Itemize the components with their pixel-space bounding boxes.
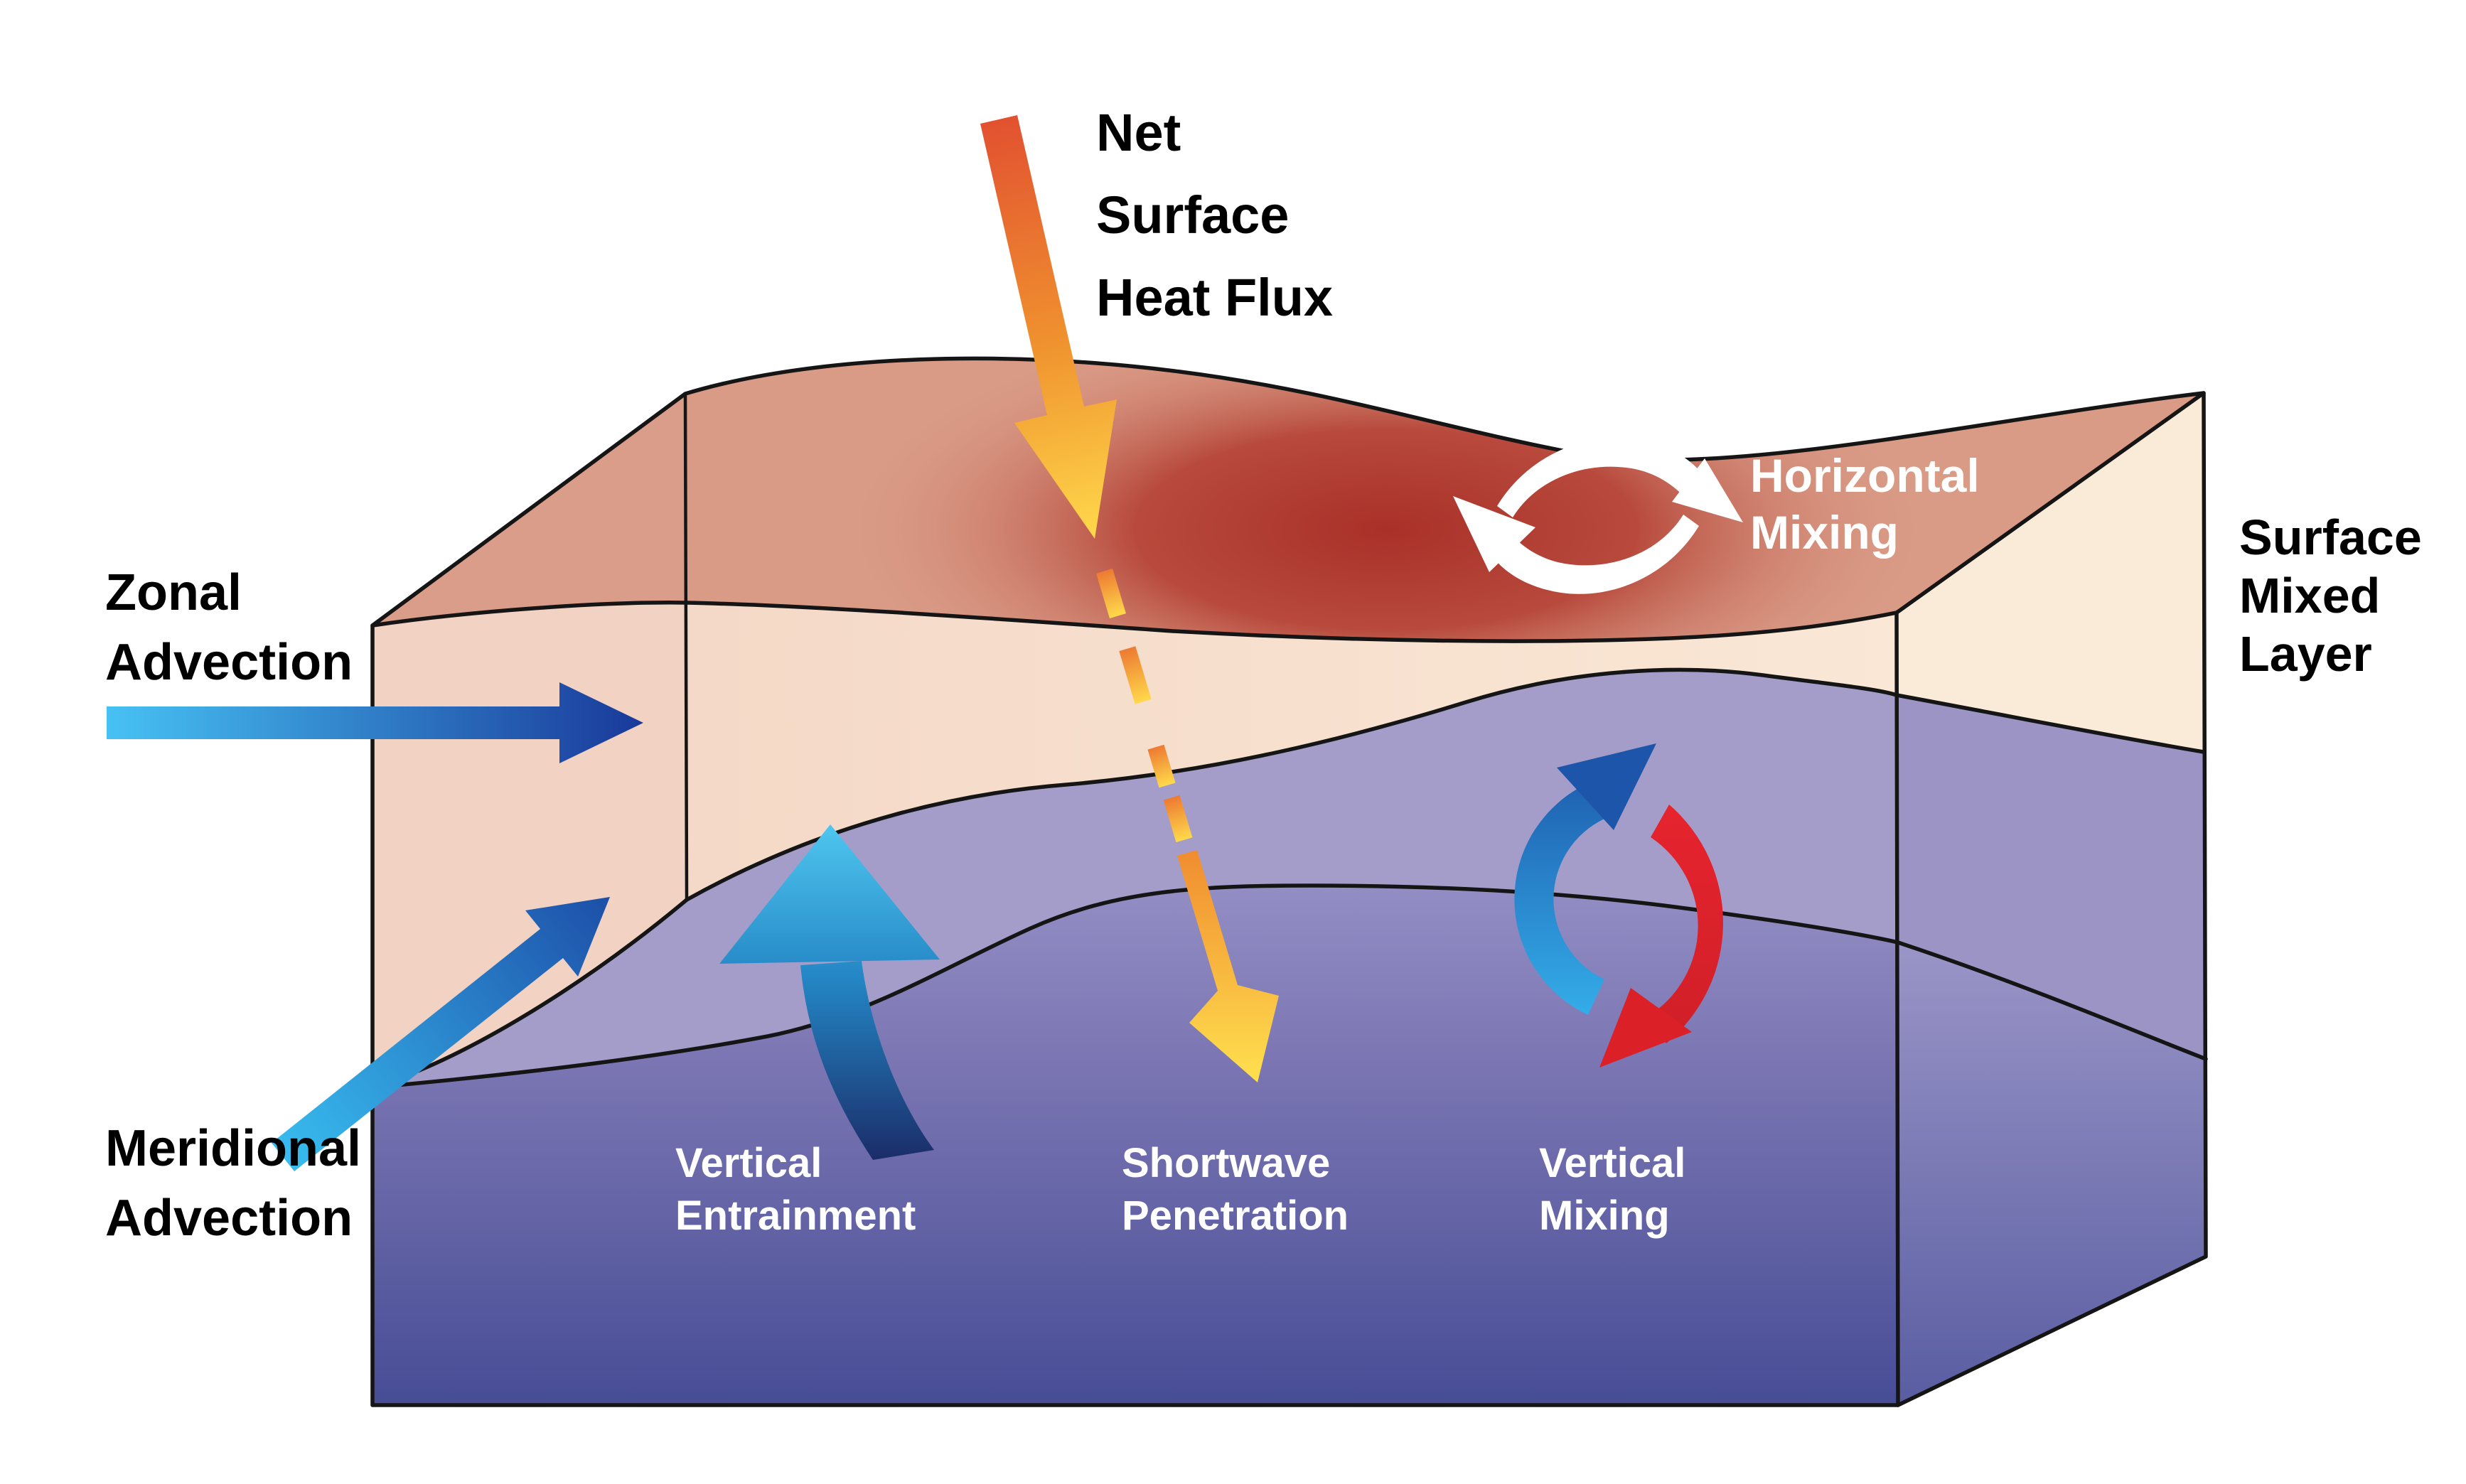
net-surface-heat-flux-label: Net Surface Heat Flux: [1096, 103, 1333, 327]
label-line: Vertical: [675, 1140, 822, 1186]
entrainment-arrow-shaft: [800, 961, 934, 1160]
vertical-mixing-label: Vertical Mixing: [1539, 1140, 1685, 1239]
meridional-arrow-body: [272, 897, 610, 1171]
label-line: Zonal: [105, 564, 242, 621]
vertical-mixing-red-head: [1599, 988, 1692, 1068]
shortwave-dash: [1119, 646, 1152, 704]
label-line: Meridional: [105, 1120, 361, 1177]
front-face: [372, 602, 1898, 1405]
label-line: Surface: [1096, 186, 1289, 244]
shortwave-penetration-arrow: [1096, 568, 1279, 1082]
label-line: Mixing: [1539, 1193, 1670, 1239]
horizontal-mixing-label: Horizontal Mixing: [1750, 449, 1980, 559]
vertical-mixing-red-arc: [1648, 805, 1723, 1043]
right-face-deep-ocean: [1898, 942, 2206, 1405]
horizontal-mixing-bottom-arc: [1494, 515, 1699, 594]
label-line: Shortwave: [1122, 1140, 1330, 1186]
vertical-mixing-blue-arc: [1514, 783, 1604, 1015]
sea-surface-outline: [370, 356, 2206, 643]
box-outlines: [370, 356, 2208, 1407]
zonal-advection-arrow: [107, 682, 643, 763]
heat-flux-arrow-body: [980, 115, 1117, 539]
vertical-mixing-icon: [1514, 743, 1723, 1068]
label-line: Net: [1096, 103, 1181, 162]
right-face: [1897, 393, 2206, 1405]
surface-mixed-layer-label: Surface Mixed Layer: [2239, 510, 2422, 682]
horizontal-mixing-top-head: [1672, 458, 1743, 522]
thermocline-lower-boundary: [370, 883, 2208, 1090]
horizontal-mixing-top-arc: [1497, 438, 1702, 517]
label-line: Heat Flux: [1096, 268, 1333, 327]
meridional-advection-label: Meridional Advection: [105, 1120, 361, 1247]
label-line: Surface: [2239, 510, 2422, 565]
label-line: Penetration: [1122, 1193, 1349, 1239]
zonal-advection-label: Zonal Advection: [105, 564, 353, 691]
shortwave-penetration-label: Shortwave Penetration: [1122, 1140, 1349, 1239]
label-line: Advection: [105, 1190, 353, 1247]
labels: Net Surface Heat Flux Zonal Advection Me…: [105, 103, 2422, 1247]
entrainment-arrow-head: [719, 824, 940, 964]
front-right-edge: [1894, 611, 1900, 1407]
label-line: Mixed: [2239, 568, 2380, 623]
label-line: Layer: [2239, 626, 2372, 682]
shortwave-dash: [1163, 795, 1193, 843]
sea-surface-warm-pool: [372, 358, 2204, 642]
vertical-entrainment-label: Vertical Entrainment: [675, 1140, 916, 1239]
shortwave-dash: [1096, 568, 1126, 619]
vertical-entrainment-arrow: [719, 824, 940, 1160]
label-line: Vertical: [1539, 1140, 1685, 1186]
label-line: Mixing: [1750, 506, 1899, 559]
label-line: Advection: [105, 634, 353, 691]
thermocline-band: [372, 670, 1898, 1087]
shortwave-dash: [1147, 744, 1176, 788]
meridional-advection-arrow: [272, 897, 610, 1171]
horizontal-mixing-icon: [1453, 438, 1743, 594]
deep-ocean-front-face: [372, 886, 1898, 1405]
label-line: Horizontal: [1750, 449, 1980, 502]
label-line: Entrainment: [675, 1193, 916, 1239]
shortwave-arrow-body: [1177, 850, 1279, 1082]
seam-edge: [683, 392, 689, 902]
zonal-arrow-body: [107, 682, 643, 763]
net-surface-heat-flux-arrow: [980, 115, 1117, 539]
horizontal-mixing-bottom-head: [1453, 496, 1535, 572]
vertical-mixing-blue-head: [1557, 743, 1656, 830]
thermocline-upper-boundary: [685, 667, 2206, 902]
